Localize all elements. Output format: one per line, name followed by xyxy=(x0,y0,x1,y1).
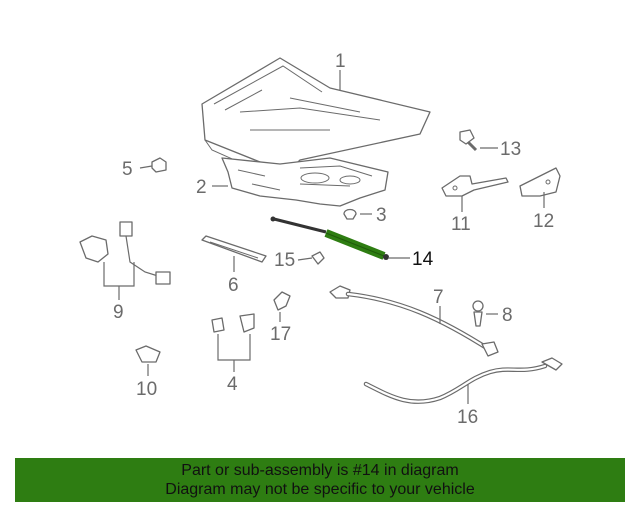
release-cable-16 xyxy=(363,357,563,404)
callout-1: 1 xyxy=(335,51,346,72)
banner-line-2: Diagram may not be specific to your vehi… xyxy=(165,481,475,498)
clip-8 xyxy=(472,300,484,327)
bracket-17 xyxy=(273,291,291,311)
callout-9: 9 xyxy=(113,302,124,323)
callout-8: 8 xyxy=(502,305,513,326)
callout-6: 6 xyxy=(228,275,239,296)
parts-diagram: 1 2 3 4 5 6 7 8 9 10 11 12 13 14 15 16 1… xyxy=(79,51,563,428)
info-banner: Part or sub-assembly is #14 in diagram D… xyxy=(15,458,625,502)
release-cable-7 xyxy=(329,285,499,357)
banner-line-1: Part or sub-assembly is #14 in diagram xyxy=(181,462,459,479)
callout-3: 3 xyxy=(376,205,387,226)
callout-4: 4 xyxy=(227,374,238,395)
clip-15 xyxy=(311,251,325,265)
bolt-13 xyxy=(459,129,478,152)
callout-16: 16 xyxy=(457,407,478,428)
callout-7: 7 xyxy=(433,287,444,308)
hood-bumper xyxy=(343,208,357,220)
hinge-12 xyxy=(519,167,561,197)
hood-latch xyxy=(79,221,171,285)
clips-4 xyxy=(211,313,255,333)
callout-15: 15 xyxy=(274,250,295,271)
callout-11: 11 xyxy=(451,214,471,235)
hood-strut xyxy=(270,216,389,260)
callout-10: 10 xyxy=(136,379,157,400)
callout-17: 17 xyxy=(270,324,291,345)
callout-5: 5 xyxy=(122,159,133,180)
clip-5 xyxy=(151,157,167,173)
hinge-11 xyxy=(441,175,509,197)
clip-10 xyxy=(135,345,161,363)
leader-lines xyxy=(103,70,545,404)
callout-13: 13 xyxy=(500,139,521,160)
hood-inner-panel xyxy=(221,157,389,207)
weatherstrip-6 xyxy=(201,235,267,263)
hood-panel xyxy=(201,57,431,179)
callout-12: 12 xyxy=(533,211,554,232)
callout-14: 14 xyxy=(412,249,434,270)
callout-2: 2 xyxy=(196,177,207,198)
